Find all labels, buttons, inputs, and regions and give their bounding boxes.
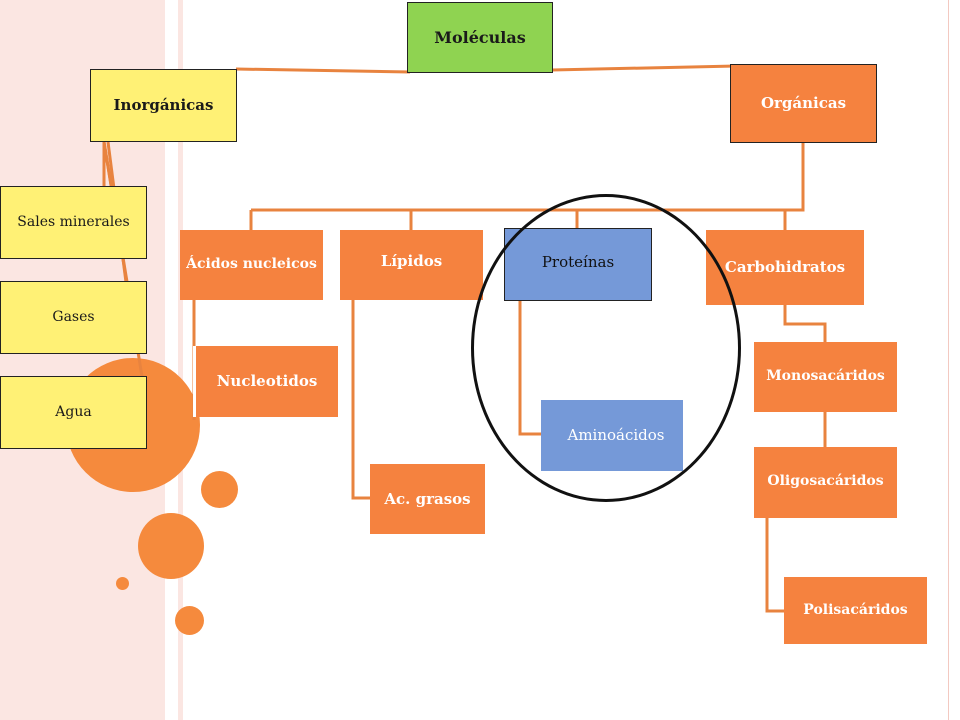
node-nucleotidos-label: Nucleotidos xyxy=(216,372,318,391)
node-polisacaridos: Polisacáridos xyxy=(784,577,927,644)
node-oligosacaridos-label: Oligosacáridos xyxy=(767,473,884,489)
node-agua-label: Agua xyxy=(55,403,92,420)
node-ac-grasos-label: Ac. grasos xyxy=(384,489,471,508)
node-inorganic: Inorgánicas xyxy=(90,69,237,142)
background-stripe-right xyxy=(948,0,949,720)
node-oligosacaridos: Oligosacáridos xyxy=(754,447,897,518)
node-gases-label: Gases xyxy=(52,308,95,325)
decor-circle-small xyxy=(116,577,129,590)
node-ac-grasos: Ac. grasos xyxy=(370,464,485,534)
decor-circle-medium-lower xyxy=(138,513,204,579)
node-root-label: Moléculas xyxy=(434,27,526,47)
node-agua: Agua xyxy=(0,376,147,449)
node-lipidos: Lípidos xyxy=(340,230,483,300)
node-nucleotidos: Nucleotidos xyxy=(193,346,338,417)
node-lipidos-label: Lípidos xyxy=(380,252,443,270)
node-organic: Orgánicas xyxy=(730,64,877,143)
node-monosacaridos: Monosacáridos xyxy=(754,342,897,412)
node-polisacaridos-label: Polisacáridos xyxy=(803,601,908,618)
node-acidos-nucleicos-label: Ácidos nucleicos xyxy=(186,256,317,273)
decor-circle-medium xyxy=(201,471,238,508)
node-root: Moléculas xyxy=(407,2,553,73)
highlight-ellipse-proteins xyxy=(471,194,741,502)
node-sales-minerales: Sales minerales xyxy=(0,186,147,259)
decor-circle-small-lower xyxy=(175,606,204,635)
node-inorganic-label: Inorgánicas xyxy=(113,96,214,115)
node-sales-minerales-label: Sales minerales xyxy=(17,213,130,230)
node-organic-label: Orgánicas xyxy=(760,94,847,113)
node-acidos-nucleicos: Ácidos nucleicos xyxy=(180,230,323,300)
node-gases: Gases xyxy=(0,281,147,354)
node-carbohidratos-label: Carbohidratos xyxy=(724,258,846,277)
node-carbohidratos: Carbohidratos xyxy=(706,230,864,305)
background-stripe-thin xyxy=(178,0,183,720)
node-monosacaridos-label: Monosacáridos xyxy=(766,368,885,385)
